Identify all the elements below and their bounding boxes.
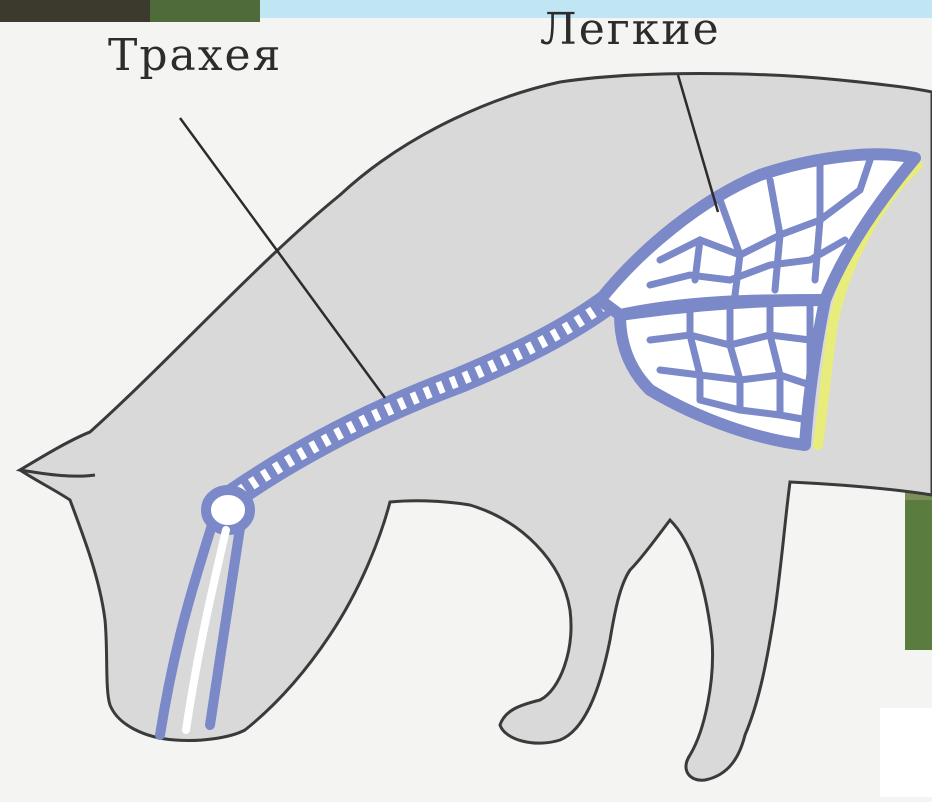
photo-fragment-top-left (0, 0, 260, 22)
lungs-label: Легкие (540, 4, 721, 55)
trachea-label: Трахея (108, 30, 282, 81)
white-block-bottom-right (880, 708, 932, 797)
